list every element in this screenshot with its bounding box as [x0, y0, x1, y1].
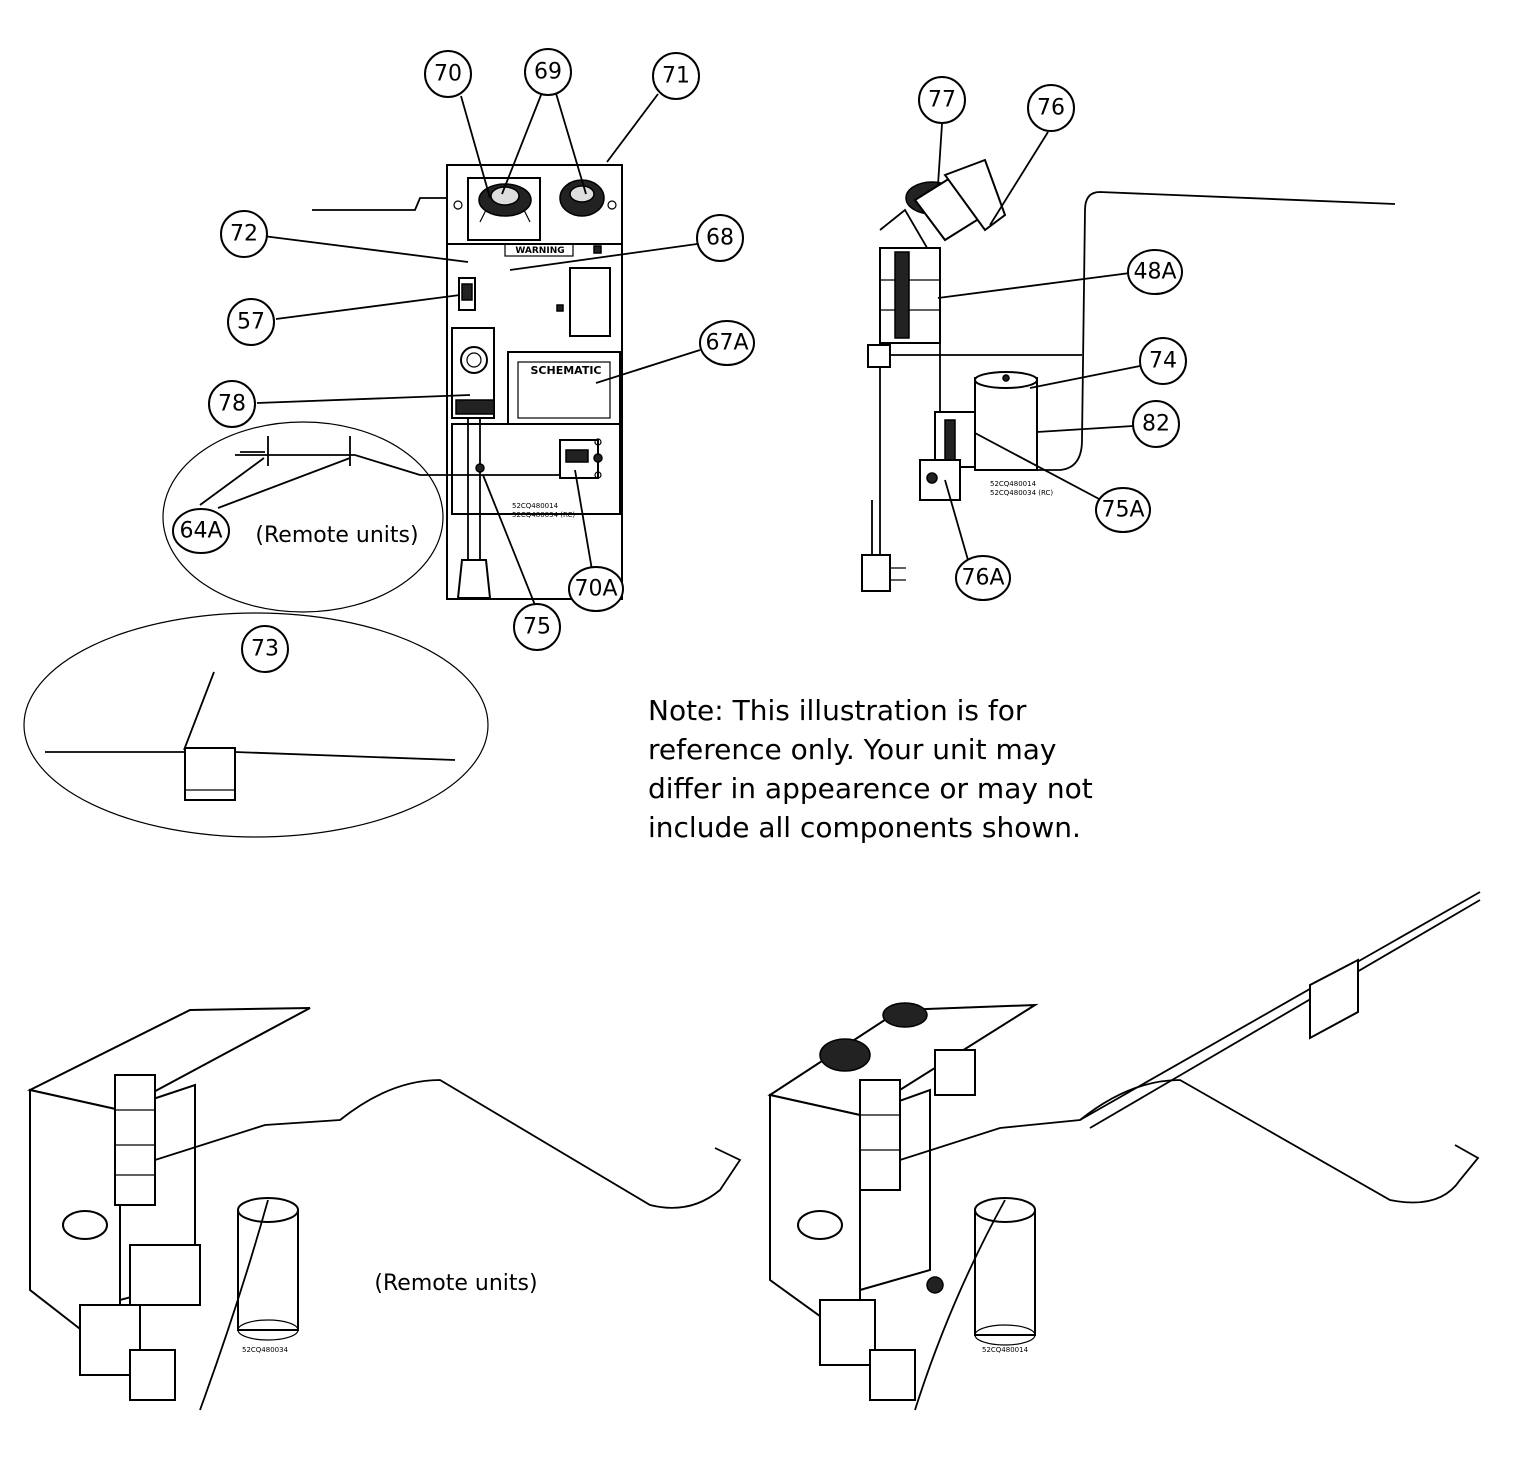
svg-text:76: 76 — [1037, 96, 1065, 121]
part-number-front-2: 52CQ480034 (RC) — [512, 511, 575, 519]
callout-48A: 48A — [1127, 249, 1183, 295]
note-line-2: reference only. Your unit may — [648, 733, 1056, 766]
svg-text:78: 78 — [218, 392, 246, 417]
thermostat-dial-icon — [905, 158, 1007, 242]
capacitor-label-right: 52CQ480014 — [982, 1346, 1029, 1354]
callout-69: 69 — [524, 48, 572, 96]
callout-71: 71 — [652, 52, 700, 100]
note-line-4: include all components shown. — [648, 811, 1081, 844]
svg-text:70A: 70A — [574, 577, 617, 602]
remote-units-caption-bottom: (Remote units) — [374, 1271, 537, 1296]
callout-76A: 76A — [955, 555, 1011, 601]
capillary-bulb-oval — [23, 612, 489, 838]
note-line-3: differ in appearence or may not — [648, 772, 1093, 805]
knob-right-icon — [559, 179, 605, 217]
svg-text:71: 71 — [662, 64, 690, 89]
svg-text:75A: 75A — [1101, 498, 1144, 523]
callout-73: 73 — [241, 625, 289, 673]
leader-lines — [183, 89, 1141, 751]
note-line-1: Note: This illustration is for — [648, 694, 1027, 727]
warning-label: WARNING — [515, 246, 564, 256]
svg-text:77: 77 — [928, 88, 956, 113]
svg-text:82: 82 — [1142, 412, 1170, 437]
callout-72: 72 — [220, 210, 268, 258]
reference-note: Note: This illustration is for reference… — [648, 694, 1093, 844]
callout-64A: 64A — [172, 508, 230, 554]
svg-text:48A: 48A — [1133, 260, 1176, 285]
svg-text:74: 74 — [1149, 349, 1177, 374]
callout-67A: 67A — [699, 320, 755, 366]
part-number-side-2: 52CQ480034 (RC) — [990, 489, 1053, 497]
svg-text:67A: 67A — [705, 331, 748, 356]
svg-text:70: 70 — [434, 62, 462, 87]
remote-units-sensor-oval: (Remote units) — [162, 421, 444, 613]
callout-76: 76 — [1027, 84, 1075, 132]
svg-text:76A: 76A — [961, 566, 1004, 591]
svg-text:73: 73 — [251, 637, 279, 662]
svg-text:69: 69 — [534, 60, 562, 85]
svg-text:75: 75 — [523, 615, 551, 640]
remote-units-caption-front: (Remote units) — [255, 523, 418, 548]
callout-75A: 75A — [1095, 487, 1151, 533]
callout-70: 70 — [424, 50, 472, 98]
schematic-label: SCHEMATIC — [531, 364, 602, 377]
callout-74: 74 — [1139, 337, 1187, 385]
svg-text:72: 72 — [230, 222, 258, 247]
svg-text:64A: 64A — [179, 519, 222, 544]
part-number-front-1: 52CQ480014 — [512, 502, 559, 510]
isometric-assembly-remote: 52CQ480034 (Remote units) — [27, 1007, 742, 1411]
side-view-control-box: 52CQ480014 52CQ480034 (RC) — [861, 158, 1396, 592]
isometric-assembly-standard: 52CQ480014 — [767, 891, 1481, 1411]
knob-left-icon — [478, 183, 532, 223]
callout-70A: 70A — [568, 566, 624, 612]
svg-text:57: 57 — [237, 310, 265, 335]
callout-57: 57 — [227, 298, 275, 346]
callout-68: 68 — [696, 214, 744, 262]
callout-78: 78 — [208, 380, 256, 428]
callout-77: 77 — [918, 76, 966, 124]
capacitor-label-left: 52CQ480034 — [242, 1346, 289, 1354]
svg-text:68: 68 — [706, 226, 734, 251]
part-number-side-1: 52CQ480014 — [990, 480, 1037, 488]
callout-82: 82 — [1132, 400, 1180, 448]
callout-75: 75 — [513, 603, 561, 651]
